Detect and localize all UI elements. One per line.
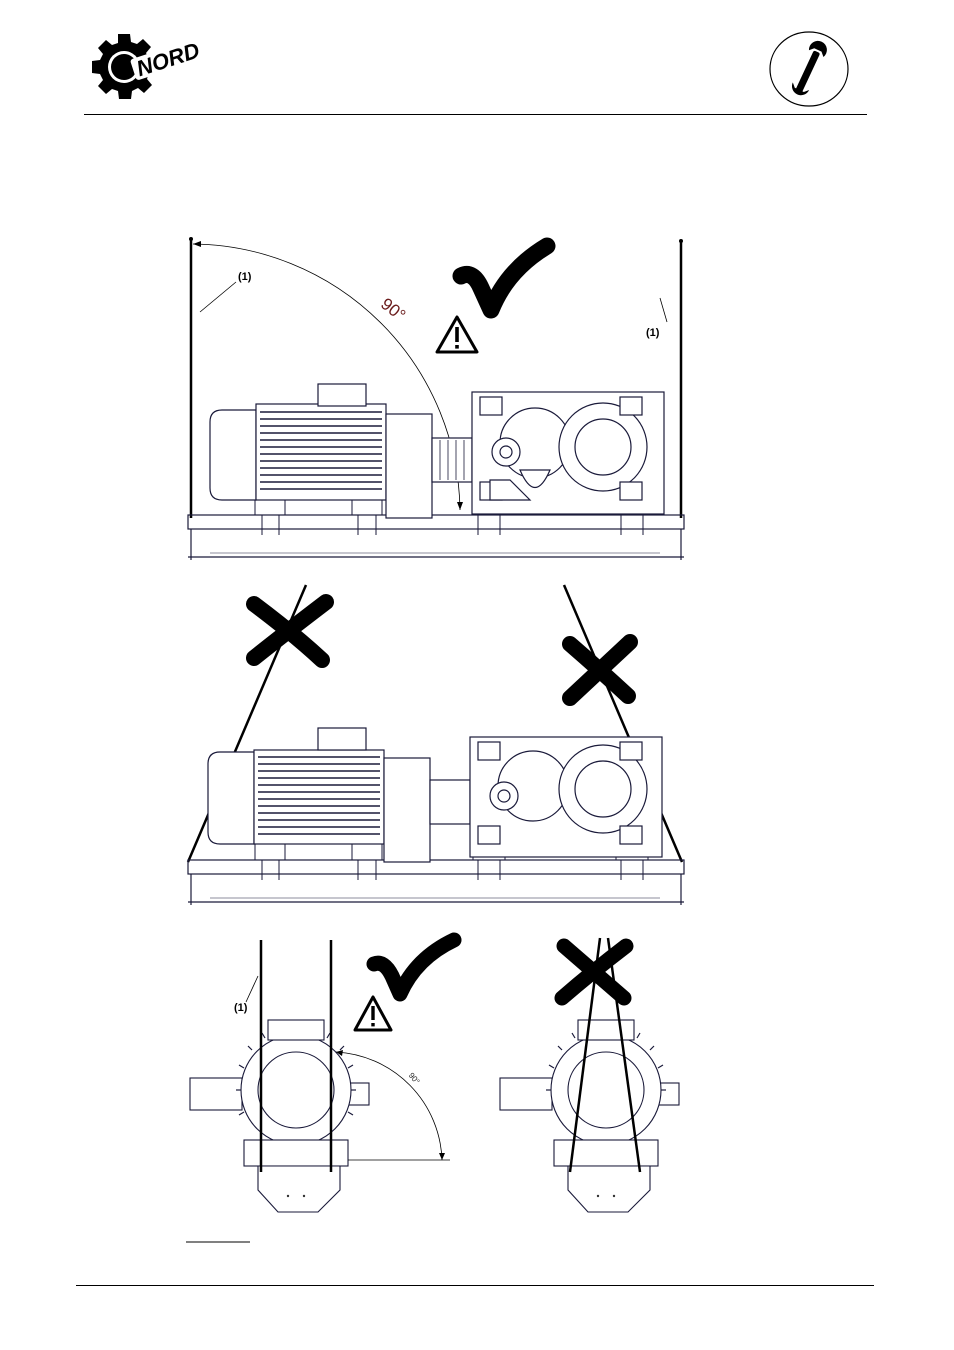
figure3-drawing [0,0,954,1230]
warning-triangle-icon-end-view [352,994,394,1034]
footer-rule [76,1285,874,1286]
callout-end-view: (1) [234,1002,247,1014]
cross-mark-icon-end-view [552,936,636,1008]
